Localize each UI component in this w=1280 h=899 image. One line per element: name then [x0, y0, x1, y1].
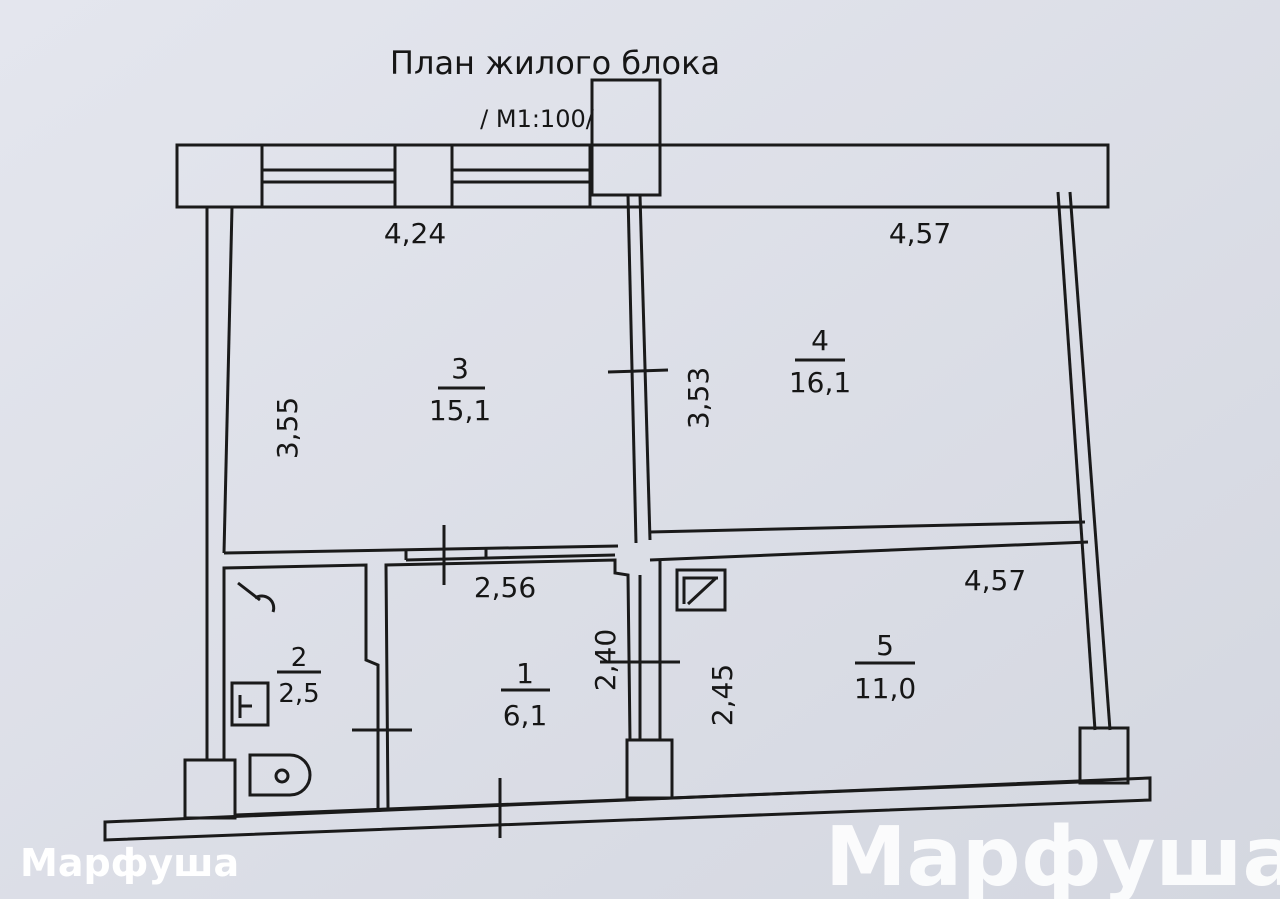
room3-area: 15,1 [429, 394, 491, 427]
plan-scale: / М1:100/ [480, 105, 595, 133]
dim-room3-width: 4,24 [384, 217, 446, 250]
dim-room3-height: 3,55 [271, 397, 304, 459]
room2-number: 2 [291, 643, 308, 673]
room1-area: 6,1 [503, 699, 548, 732]
watermark-small: Марфуша [20, 841, 239, 885]
dim-room1-height: 2,40 [589, 629, 622, 691]
dim-room5-height: 2,45 [706, 664, 739, 726]
dim-room1-width: 2,56 [474, 571, 536, 604]
room-labels: 3 15,1 4 16,1 2 2,5 1 6,1 5 11,0 [277, 324, 916, 732]
dim-room4-height: 3,53 [682, 367, 715, 429]
room5-area: 11,0 [854, 672, 916, 705]
room1-number: 1 [516, 657, 534, 690]
dim-room5-width: 4,57 [964, 564, 1026, 597]
fixtures [230, 568, 727, 797]
dimensions: 4,24 4,57 3,55 3,53 2,56 2,40 4,57 2,45 [271, 217, 1026, 726]
room5-number: 5 [876, 629, 894, 662]
room2-area: 2,5 [278, 679, 319, 709]
toilet-icon [248, 753, 312, 797]
watermark-large: Марфуша [825, 810, 1280, 899]
sink-icon [230, 681, 270, 727]
stove-icon [675, 568, 727, 612]
dim-room4-width: 4,57 [889, 217, 951, 250]
room4-area: 16,1 [789, 366, 851, 399]
room3-number: 3 [451, 352, 469, 385]
room4-number: 4 [811, 324, 829, 357]
ventilation-shaft [590, 78, 662, 197]
walls [103, 78, 1152, 842]
plan-title: План жилого блока [390, 44, 720, 82]
